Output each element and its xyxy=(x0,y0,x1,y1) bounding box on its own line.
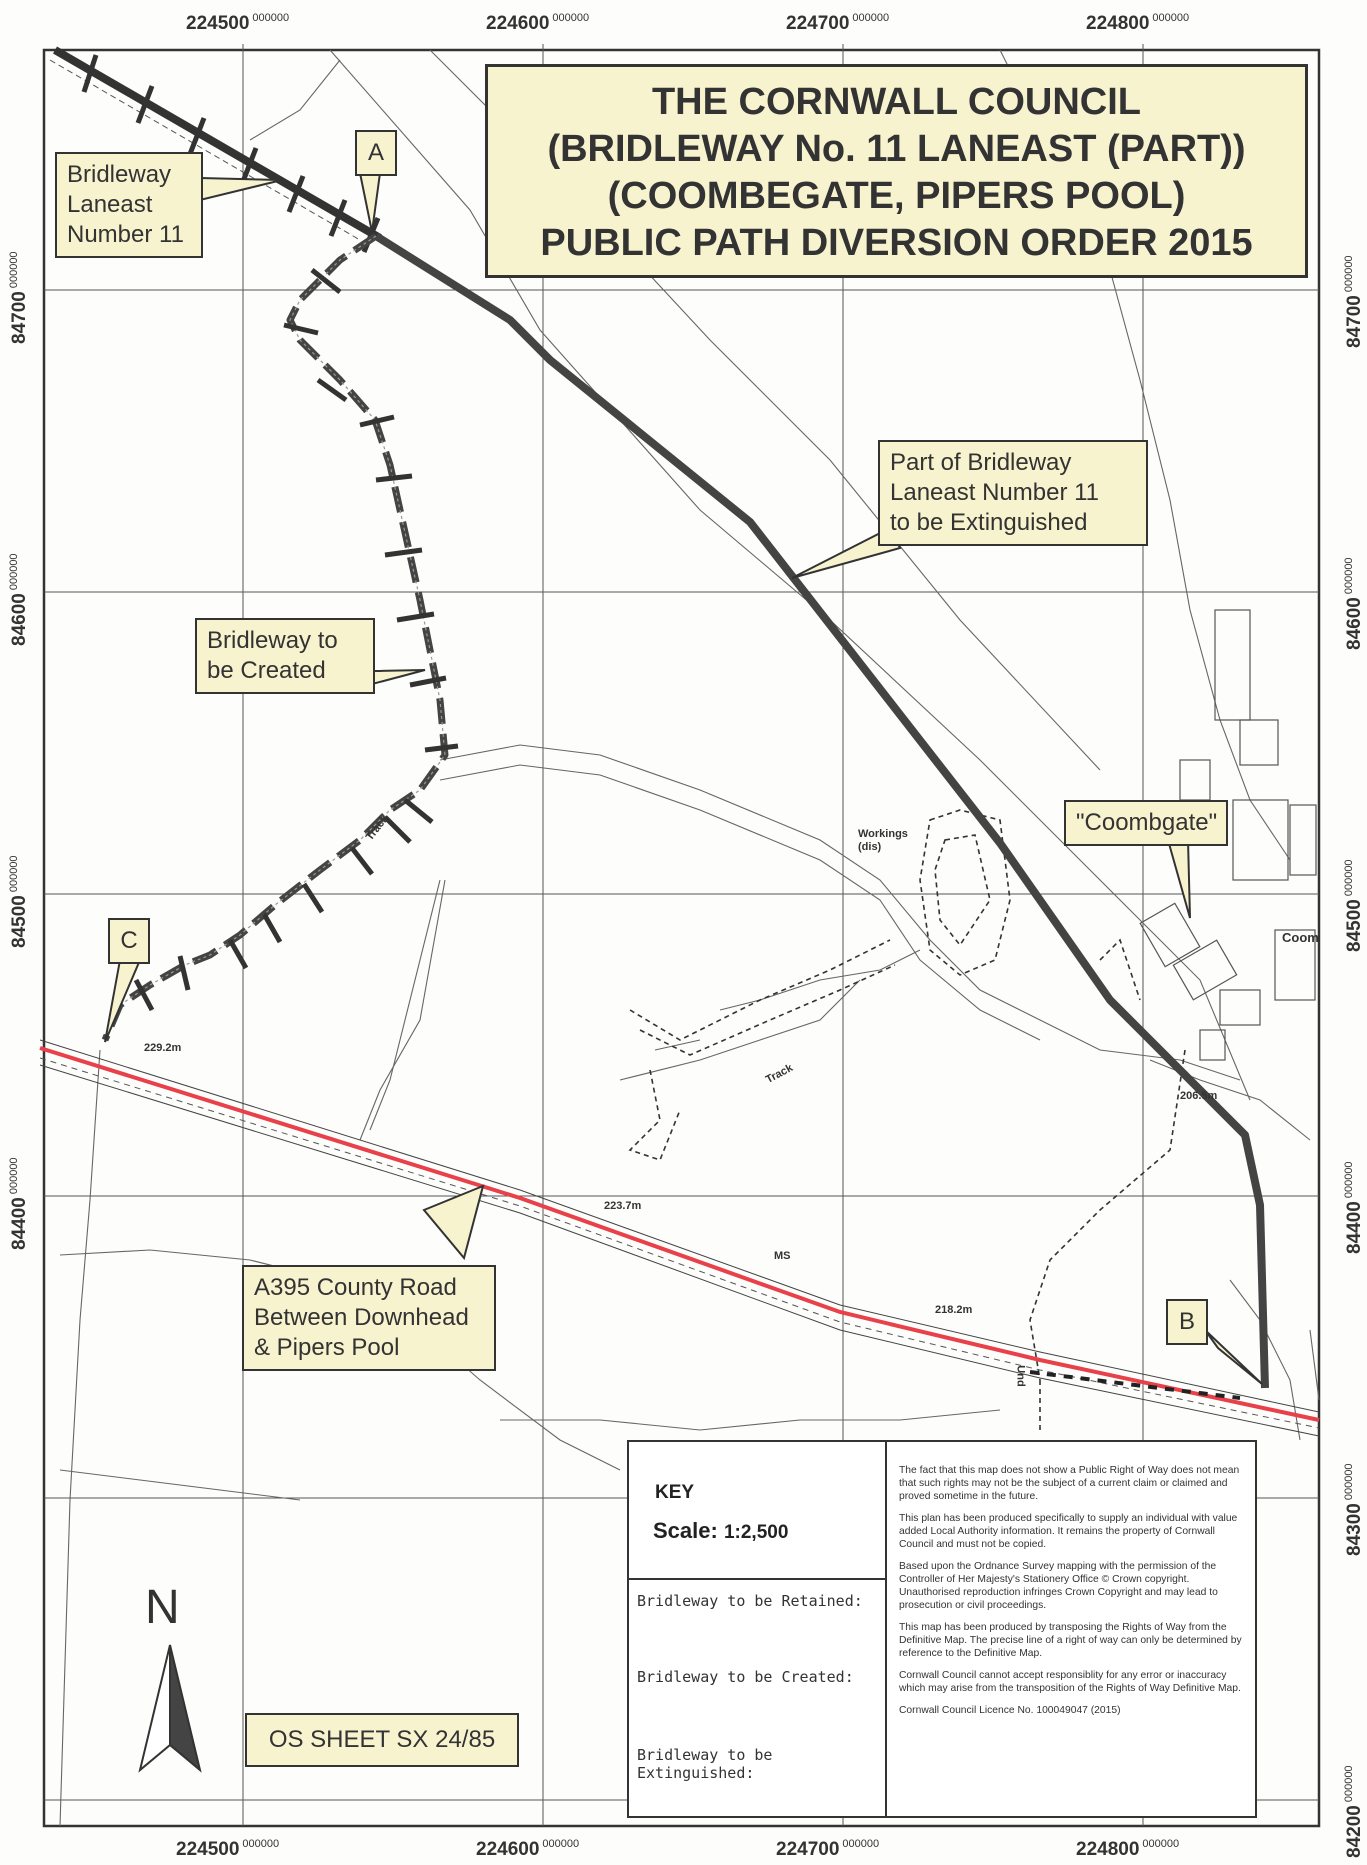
key-extinguished-label: Bridleway to be Extinguished: xyxy=(637,1746,773,1782)
north-label: N xyxy=(145,1581,180,1634)
title-line: PUBLIC PATH DIVERSION ORDER 2015 xyxy=(540,222,1253,264)
height-label: 206.5m xyxy=(1180,1090,1218,1102)
bridleway-created xyxy=(101,233,459,1042)
title-line: (BRIDLEWAY No. 11 LANEAST (PART)) xyxy=(547,128,1246,170)
northing-label: 84400000000 xyxy=(1343,1161,1365,1254)
key-divider xyxy=(629,1578,885,1580)
title-line: THE CORNWALL COUNCIL xyxy=(651,81,1142,123)
callout-extinguished: Part of Bridleway Laneast Number 11 to b… xyxy=(878,440,1148,546)
bridleway-extinguished xyxy=(373,232,1269,1389)
height-label: 229.2m xyxy=(144,1042,182,1054)
os-sheet-box: OS SHEET SX 24/85 xyxy=(245,1713,519,1767)
callout-coombgate: "Coombgate" xyxy=(1064,800,1228,846)
northing-label: 84700000000 xyxy=(1343,255,1365,348)
buildings xyxy=(1139,609,1317,1061)
northing-label: 84300000000 xyxy=(1343,1463,1365,1556)
key-note: The fact that this map does not show a P… xyxy=(899,1465,1240,1502)
key-note: Based upon the Ordnance Survey mapping w… xyxy=(899,1561,1218,1611)
north-arrow-icon xyxy=(138,1644,202,1773)
key-note: Cornwall Council cannot accept responsib… xyxy=(899,1670,1241,1694)
key-created-label: Bridleway to be Created: xyxy=(637,1668,854,1686)
callout-bridleway-11: Bridleway Laneast Number 11 xyxy=(55,152,203,258)
key-heading: KEY xyxy=(655,1482,695,1503)
und-label: Und xyxy=(1014,1365,1027,1387)
callout-created: Bridleway to be Created xyxy=(195,618,375,694)
key-note: This map has been produced by transposin… xyxy=(899,1622,1242,1659)
milestone-label: MS xyxy=(774,1250,791,1262)
height-label: 223.7m xyxy=(604,1200,642,1212)
northing-label: 84500000000 xyxy=(1343,859,1365,952)
callout-a395-road: A395 County Road Between Downhead & Pipe… xyxy=(242,1265,496,1371)
scale-label: Scale: xyxy=(653,1518,718,1543)
northing-label: 84600000000 xyxy=(1343,557,1365,650)
key-notes: The fact that this map does not show a P… xyxy=(899,1464,1244,1726)
point-a: A xyxy=(355,130,397,176)
callout-pointers xyxy=(104,172,1263,1385)
map-frame xyxy=(42,48,1321,1828)
key-note: Cornwall Council Licence No. 100049047 (… xyxy=(899,1705,1121,1716)
height-label: 218.2m xyxy=(935,1304,973,1316)
northing-label: 84600000000 xyxy=(8,553,30,646)
workings-dashed xyxy=(628,809,1186,1430)
northing-label: 84200000000 xyxy=(1343,1765,1365,1858)
point-c: C xyxy=(108,918,150,964)
northing-label: 84700000000 xyxy=(8,251,30,344)
key-note: This plan has been produced specifically… xyxy=(899,1513,1238,1550)
key-retained-label: Bridleway to be Retained: xyxy=(637,1592,863,1610)
a395-road xyxy=(39,1039,1320,1437)
scale-value: 1:2,500 xyxy=(723,1522,789,1543)
place-label: Coom xyxy=(1282,930,1319,945)
northing-label: 84500000000 xyxy=(8,855,30,948)
title-box: THE CORNWALL COUNCIL (BRIDLEWAY No. 11 L… xyxy=(485,64,1308,278)
workings-label: Workings (dis) xyxy=(858,828,908,853)
northing-label: 84400000000 xyxy=(8,1157,30,1250)
title-line: (COOMBEGATE, PIPERS POOL) xyxy=(607,175,1186,217)
key-box: KEY Scale: 1:2,500 Bridleway to be Retai… xyxy=(627,1440,1257,1818)
point-b: B xyxy=(1166,1299,1208,1345)
key-scale: Scale: 1:2,500 xyxy=(653,1518,788,1544)
key-legend: KEY Scale: 1:2,500 Bridleway to be Retai… xyxy=(629,1442,887,1816)
